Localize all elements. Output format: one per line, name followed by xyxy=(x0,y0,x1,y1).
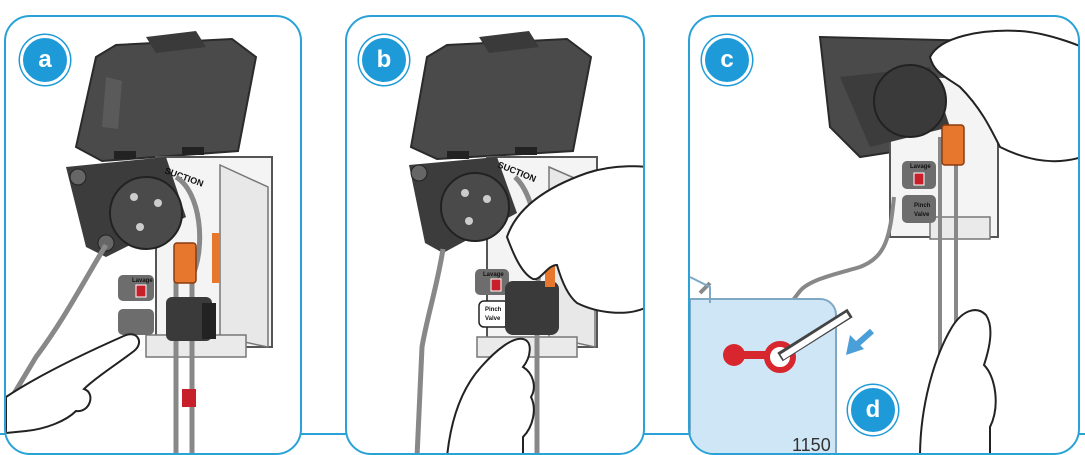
pinch-valve-button[interactable]: Pinch Valve xyxy=(479,301,509,327)
step-c-panel: c d SUCTION Lavage Pinc xyxy=(688,15,1080,455)
pump-lid xyxy=(411,31,591,159)
lavage-button[interactable]: Lavage xyxy=(475,269,509,295)
tubing-clip xyxy=(942,125,964,165)
step-d-badge: d xyxy=(848,385,898,435)
pinch-valve-button[interactable] xyxy=(118,309,154,335)
pinch-valve-button[interactable]: Pinch Valve xyxy=(902,195,936,223)
pinch-valve-line1: Pinch xyxy=(914,203,931,209)
pump-lid xyxy=(76,31,256,161)
canister xyxy=(690,277,836,455)
pinch-valve-line2: Valve xyxy=(914,212,930,218)
pressing-hand xyxy=(6,334,139,433)
canister-volume-text: 1150 xyxy=(792,435,831,455)
lavage-button[interactable]: Lavage xyxy=(118,275,154,301)
lavage-button-label: Lavage xyxy=(132,278,153,284)
step-c-badge: c xyxy=(702,35,752,85)
step-b-badge: b xyxy=(359,35,409,85)
pinch-valve-line1: Pinch xyxy=(485,307,502,313)
lavage-button-label: Lavage xyxy=(483,272,504,278)
direction-arrow xyxy=(846,331,872,355)
lavage-button[interactable]: Lavage xyxy=(902,161,936,189)
step-a-badge: a xyxy=(20,35,70,85)
step-b-panel: b SUCTION Lavage xyxy=(345,15,645,455)
step-a-panel: a SUCTION xyxy=(4,15,302,455)
pinch-clamp xyxy=(166,297,216,341)
lower-hand xyxy=(447,339,534,455)
pinch-valve-line2: Valve xyxy=(485,316,501,322)
bottom-hand xyxy=(920,310,996,455)
lavage-button-label: Lavage xyxy=(910,164,931,170)
